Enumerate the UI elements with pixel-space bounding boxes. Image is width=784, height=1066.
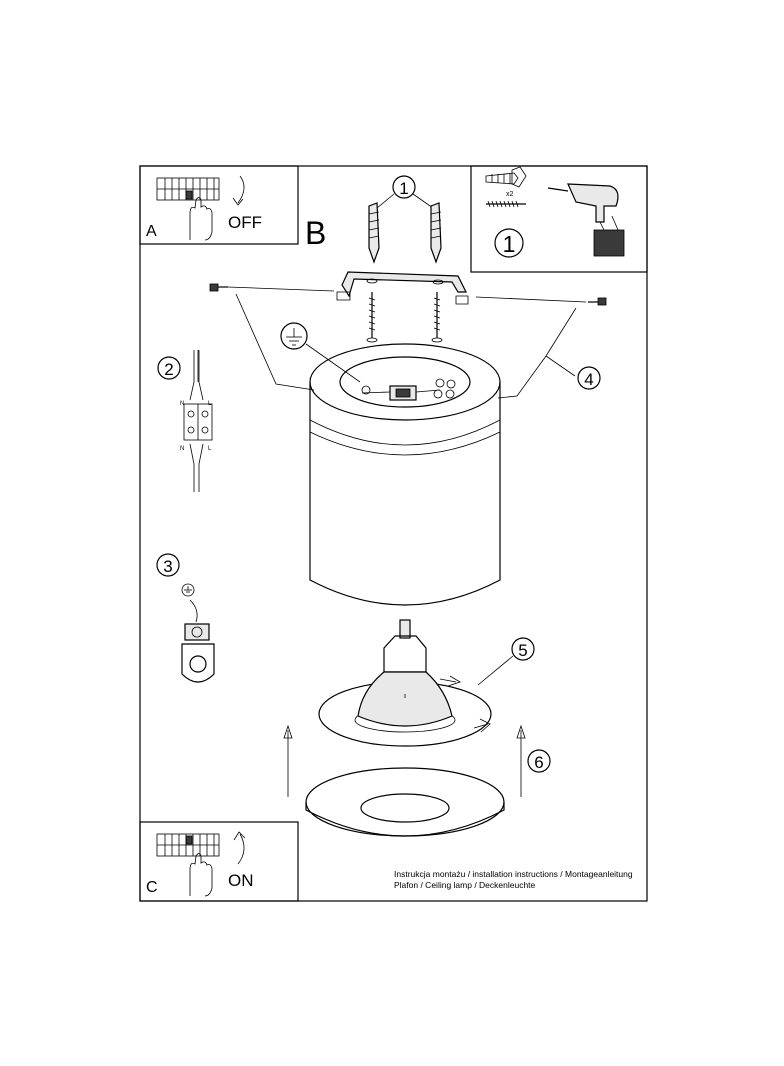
step-5-bulb-assembly: 5 [318, 619, 535, 747]
side-screw-right-icon [588, 297, 607, 306]
panel-a-power-off: A OFF [139, 165, 299, 245]
step-2-wiring: 2 N L N L [157, 350, 213, 492]
tools-panel: x2 1 [470, 165, 648, 273]
wall-plug-right [430, 202, 442, 264]
panel-c-power-on: C ON [139, 821, 299, 902]
terminal-block [361, 378, 456, 401]
side-screw-left-icon [209, 283, 228, 292]
step-1-number: 1 [399, 179, 408, 198]
panel-a-letter: A [146, 223, 157, 240]
caption-line-1: Instrukcja montażu / installation instru… [394, 869, 633, 879]
step-3-ground-terminal: 3 [156, 553, 215, 683]
step-5-number: 5 [518, 641, 527, 660]
panel-c-state: ON [228, 871, 254, 890]
caption-line-2: Plafon / Ceiling lamp / Deckenleuchte [394, 880, 536, 890]
curved-arrow-down-icon [232, 175, 245, 206]
breaker-box-icon-c [156, 833, 220, 857]
step-5-circle [511, 637, 535, 661]
panel-a-state: OFF [228, 213, 262, 232]
breaker-box-icon [156, 177, 220, 201]
wire-l-top: L [208, 401, 212, 407]
step-4-circle [577, 366, 601, 390]
bracket-screws [366, 292, 443, 343]
step-4-number: 4 [584, 370, 593, 389]
step-2-circle [157, 356, 181, 380]
step-6-cover-ring: 6 [283, 724, 551, 837]
panel-c-letter: C [146, 879, 158, 896]
cover-ring [305, 767, 505, 837]
hand-icon [189, 197, 213, 241]
lamp-body [309, 343, 501, 606]
step-4-side-screws: 4 [209, 283, 607, 399]
outer-frame [139, 165, 648, 902]
step-6-number: 6 [534, 753, 543, 772]
wall-plug-icon [485, 166, 527, 188]
tools-count: x2 [506, 191, 514, 198]
mounting-bracket [336, 271, 469, 305]
tools-step-circle [494, 228, 524, 258]
curved-arrow-up-icon [233, 831, 246, 865]
step-1-anchors: 1 [368, 175, 442, 264]
step-1-circle [392, 175, 416, 199]
rotate-arrow-icon [439, 678, 457, 683]
screw-icon [486, 200, 526, 208]
step-2-number: 2 [164, 360, 173, 379]
panel-b-letter: B [305, 215, 326, 251]
rotate-arrow-icon-2 [473, 723, 489, 729]
hand-icon-c [189, 853, 213, 897]
wire-l-bottom: L [208, 446, 212, 452]
tools-step-number: 1 [503, 231, 516, 257]
wall-plug-left [368, 202, 380, 264]
drill-icon [547, 183, 625, 257]
ground-callout [280, 322, 361, 383]
ground-symbol-icon [181, 583, 195, 597]
step-3-number: 3 [163, 557, 172, 576]
wire-n-bottom: N [180, 446, 184, 452]
wire-n-top: N [180, 401, 184, 407]
step-3-circle [156, 553, 180, 577]
step-6-circle [527, 749, 551, 773]
